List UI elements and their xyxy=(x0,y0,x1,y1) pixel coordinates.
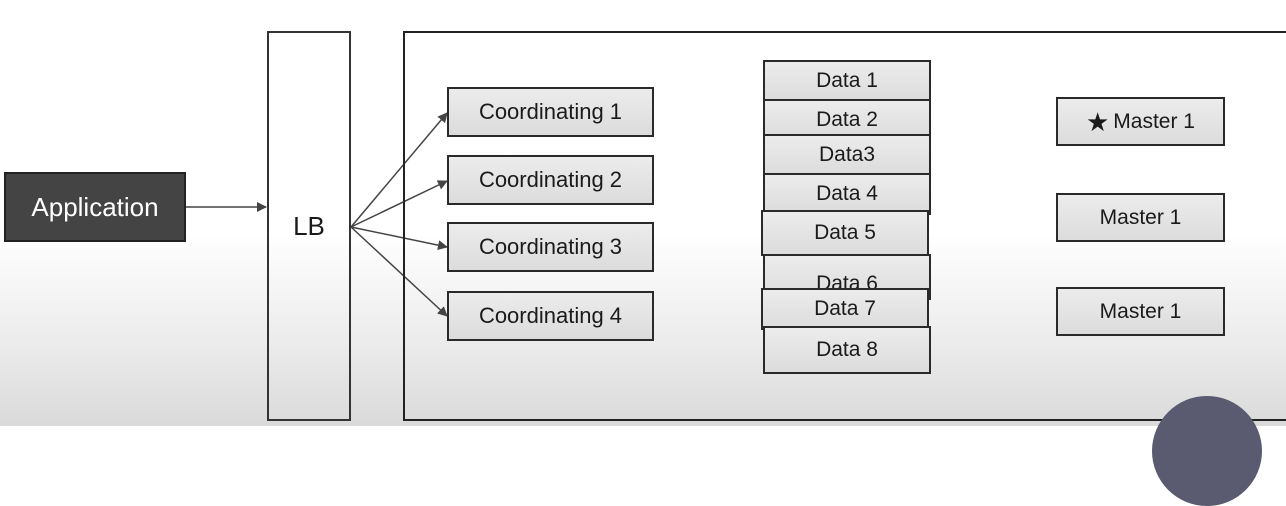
data-node-5: Data 5 xyxy=(761,210,929,256)
coordinating-node-label: Coordinating 2 xyxy=(478,167,623,192)
application-label: Application xyxy=(31,191,159,222)
load-balancer-node: LB xyxy=(267,31,351,421)
data-node-label: Data 4 xyxy=(816,182,878,205)
data-node-label: Data 1 xyxy=(816,69,878,92)
master-node-label: Master 1 xyxy=(1099,299,1182,323)
star-icon: ★ xyxy=(1085,106,1110,137)
connector-arrows xyxy=(186,112,448,317)
master-node-3: Master 1 xyxy=(1056,287,1225,336)
master-node-1: ★ Master 1 xyxy=(1056,97,1225,146)
data-node-label: Data 7 xyxy=(814,297,876,320)
data-node-label: Data3 xyxy=(818,143,876,166)
lb-to-coordinating-1-arrow xyxy=(350,112,448,228)
coordinating-node-3: Coordinating 3 xyxy=(447,222,654,272)
master-node-2: Master 1 xyxy=(1056,193,1225,242)
cluster-container xyxy=(403,31,1286,421)
lb-to-coordinating-2-arrow xyxy=(350,180,448,228)
coordinating-node-label: Coordinating 1 xyxy=(478,99,623,124)
master-node-label: Master 1 xyxy=(1113,109,1195,133)
master-node-label: Master 1 xyxy=(1099,205,1182,229)
application-node: Application xyxy=(4,172,186,242)
presenter-overlay-circle xyxy=(1152,396,1262,506)
coordinating-node-4: Coordinating 4 xyxy=(447,291,654,341)
data-node-label: Data 8 xyxy=(816,338,878,361)
lb-to-coordinating-4-arrow xyxy=(350,226,448,317)
coordinating-node-label: Coordinating 3 xyxy=(478,234,623,259)
data-node-8: Data 8 xyxy=(763,326,931,374)
lb-to-coordinating-3-arrow xyxy=(350,226,448,251)
data-node-1: Data 1 xyxy=(763,60,931,102)
data-node-label: Data 5 xyxy=(814,221,876,244)
coordinating-node-2: Coordinating 2 xyxy=(447,155,654,205)
data-node-7: Data 7 xyxy=(761,288,929,330)
coordinating-node-label: Coordinating 4 xyxy=(478,303,623,328)
coordinating-node-1: Coordinating 1 xyxy=(447,87,654,137)
data-node-label: Data 2 xyxy=(816,108,878,131)
data-node-3: Data3 xyxy=(763,134,931,176)
load-balancer-label: LB xyxy=(293,210,325,241)
data-node-4: Data 4 xyxy=(763,173,931,215)
